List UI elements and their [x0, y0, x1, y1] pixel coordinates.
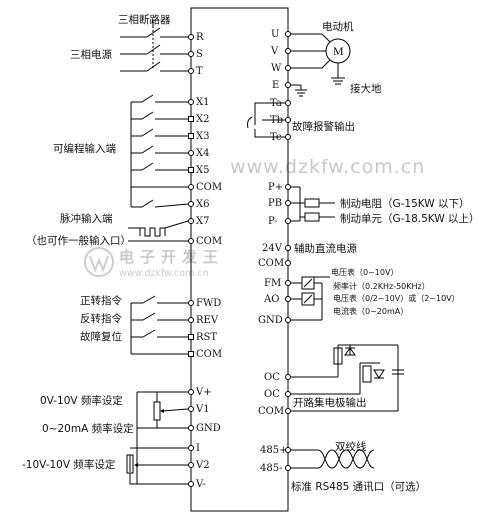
terminal-X2: X2	[196, 114, 209, 125]
label-pulse-note: （也可作一般输入口）	[26, 234, 131, 247]
terminal-COM-4: COM	[258, 258, 284, 269]
label-pulse-input: 脉冲输入端	[60, 212, 113, 225]
label-voltmeter: 电压表（0~10V）	[331, 267, 398, 277]
terminal-X1: X1	[196, 97, 209, 108]
label-aux-dc: 辅助直流电源	[294, 242, 357, 255]
terminal-Vminus: V-	[195, 479, 206, 490]
terminal-FWD: FWD	[196, 298, 221, 309]
label-fwd-cmd: 正转指令	[80, 294, 122, 307]
terminal-Pminus: P-	[268, 216, 278, 227]
label-freq-v: 0V-10V 频率设定	[40, 394, 123, 407]
label-brake-unit: 制动单元（G-18.5KW 以上）	[340, 212, 480, 225]
terminal-V: V	[270, 46, 279, 57]
terminal-GND-1: GND	[196, 423, 221, 434]
terminal-R: R	[196, 32, 204, 43]
meter-wiring	[291, 276, 330, 321]
terminal-X6: X6	[196, 199, 209, 210]
label-motor: 电动机	[322, 20, 354, 33]
terminal-PB: PB	[268, 198, 282, 209]
rs485-wiring	[291, 449, 375, 469]
label-rev-cmd: 反转指令	[80, 312, 122, 325]
programmable-inputs-wiring	[130, 94, 189, 208]
fault-relay-wiring	[247, 102, 285, 138]
label-ammeter: 电流表（0~20mA）	[333, 306, 408, 316]
terminal-X7: X7	[196, 216, 209, 227]
right-terminal-markers	[285, 31, 291, 471]
terminal-S: S	[196, 49, 203, 60]
terminal-COM-3: COM	[196, 349, 222, 360]
terminal-V2: V2	[195, 460, 210, 471]
brake-wiring	[291, 186, 335, 222]
watermark-logo	[84, 247, 114, 277]
terminal-COM-2: COM	[196, 236, 222, 247]
pulse-input-wiring	[128, 220, 189, 242]
terminal-24V: 24V	[262, 243, 283, 254]
terminal-U: U	[271, 29, 279, 40]
label-earth: 接大地	[350, 82, 382, 95]
label-programmable-inputs: 可编程输入端	[53, 142, 116, 155]
terminal-GND-2: GND	[258, 315, 283, 326]
terminal-COM-5: COM	[258, 406, 284, 417]
terminal-485plus: 485+	[260, 445, 287, 456]
terminal-485minus: 485-	[260, 463, 282, 474]
label-brake-resistor: 制动电阻（G-15KW 以下）	[340, 197, 470, 210]
terminal-FM: FM	[264, 278, 281, 289]
terminal-AO: AO	[263, 294, 279, 305]
terminal-W: W	[271, 63, 282, 74]
terminal-T: T	[196, 66, 203, 77]
watermark-cn: 电子开发王	[119, 248, 224, 266]
terminal-Pplus: P+	[268, 182, 283, 193]
watermark-small: www.dzkfw.com.cn	[119, 268, 209, 279]
label-oc-out: 开路集电极输出	[293, 396, 367, 409]
terminal-Vplus: V+	[195, 387, 212, 398]
label-breaker: 三相断路器	[118, 13, 171, 26]
terminal-X3: X3	[196, 131, 209, 142]
terminal-E: E	[272, 80, 279, 91]
label-freq-pm: -10V-10V 频率设定	[22, 458, 116, 471]
terminal-REV: REV	[196, 315, 219, 326]
terminal-I: I	[196, 443, 200, 454]
label-power: 三相电源	[70, 48, 112, 61]
motor-wiring	[291, 33, 351, 97]
label-twisted-pair: 双绞线	[335, 440, 367, 453]
label-rs485: 标准 RS485 通讯口（可选）	[291, 480, 426, 493]
left-terminal-labels: R S T X1 X2 X3 X4 X5 COM X6 X7 COM FWD R…	[195, 32, 222, 490]
oc-output-wiring	[291, 344, 404, 412]
terminal-OC-2: OC	[264, 389, 280, 400]
direction-wiring	[130, 295, 188, 355]
inverter-box	[190, 7, 289, 512]
label-reset: 故障复位	[80, 330, 122, 343]
power-input-wiring	[120, 20, 188, 72]
terminal-COM-1: COM	[196, 182, 222, 193]
label-freq-meter: 频率计（0.2KHz-50KHz）	[333, 281, 430, 291]
terminal-RST: RST	[196, 332, 217, 343]
right-terminal-labels: U V W E Ta Tb Tc P+ PB P- 24V COM FM AO …	[258, 29, 287, 474]
terminal-X4: X4	[196, 148, 209, 159]
analog-setting-wiring	[126, 391, 189, 485]
label-freq-i: 0~20mA 频率设定	[42, 422, 134, 435]
terminal-X5: X5	[196, 165, 209, 176]
motor-symbol: M	[333, 44, 344, 58]
label-fault-out: 故障报警输出	[292, 120, 355, 133]
terminal-V1: V1	[195, 404, 210, 415]
label-voltmeter2: 电压表（0/2~10V）或（2~10V）	[333, 293, 460, 303]
terminal-OC-1: OC	[264, 372, 280, 383]
left-terminal-markers	[188, 34, 194, 487]
watermark-url: www.dzkfw.com.cn	[230, 156, 425, 178]
